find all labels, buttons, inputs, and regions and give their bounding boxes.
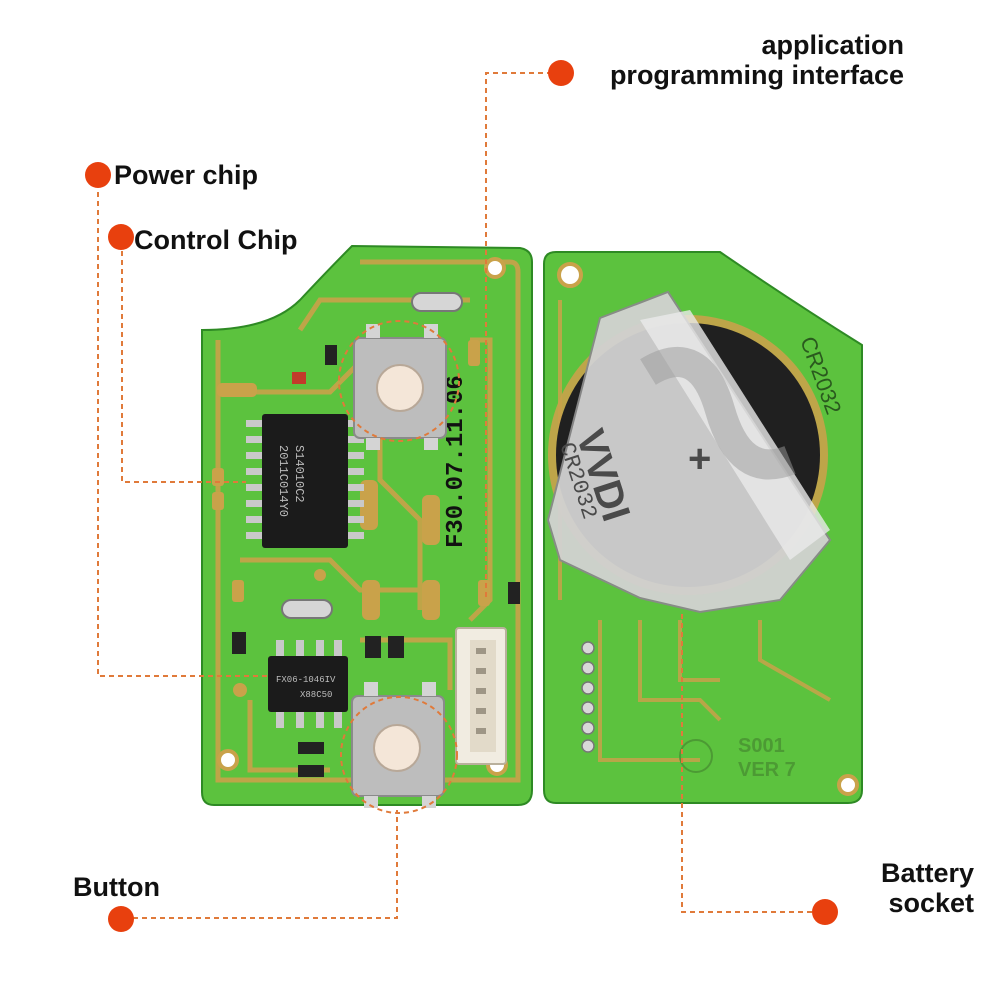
leader-power-chip [97, 192, 268, 677]
board-version-text: VER 7 [738, 759, 796, 781]
right-board-test-pads [581, 641, 595, 753]
label-control-chip: Control Chip [134, 225, 298, 255]
board-id-text: S001 [738, 735, 785, 757]
right-pcb-board: VVDI CR2032 + CR2032 S001 VER 7 [543, 251, 863, 804]
label-button: Button [73, 872, 160, 902]
coin-plus-text: + [688, 437, 711, 481]
right-board-holes [557, 262, 859, 796]
control-chip-mark-2: 2011C014Y0 [276, 445, 290, 517]
left-board-pads [212, 340, 490, 697]
label-power-chip: Power chip [114, 160, 259, 190]
leader-api [485, 72, 552, 600]
label-battery-line1: Battery [880, 858, 974, 888]
highlight-top-button [338, 320, 460, 442]
control-chip: S14010C2 2011C014Y0 [246, 414, 364, 548]
leader-button [133, 810, 398, 919]
marker-control-chip [108, 224, 134, 250]
power-chip: FX06-1046IV X88C50 [268, 640, 348, 728]
left-board-traces [215, 259, 521, 783]
label-battery-line2: socket [888, 888, 974, 918]
power-chip-mark-2: X88C50 [300, 690, 332, 700]
power-chip-mark-1: FX06-1046IV [276, 675, 336, 685]
label-api-line1: application [761, 30, 904, 60]
left-crystal-bottom [281, 599, 333, 619]
highlight-circles [338, 320, 460, 814]
leader-control-chip [121, 251, 246, 483]
battery-socket: VVDI CR2032 + [546, 290, 832, 614]
marker-api [548, 60, 574, 86]
label-api-line2: programming interface [609, 60, 904, 90]
programming-connector [455, 627, 507, 765]
left-pcb-board: S14010C2 2011C014Y0 FX06-1046IV X88C50 F… [201, 244, 533, 808]
leader-lines [97, 72, 812, 919]
top-tact-button [353, 324, 447, 450]
left-crystal-top [411, 292, 463, 312]
bottom-tact-button [351, 682, 445, 808]
marker-power-chip [85, 162, 111, 188]
left-smd-components [232, 345, 520, 777]
date-code-text: F30.07.11.06 [443, 375, 470, 548]
marker-button [108, 906, 134, 932]
highlight-bottom-button [340, 696, 458, 814]
control-chip-mark-1: S14010C2 [292, 445, 306, 503]
marker-battery [812, 899, 838, 925]
leader-battery [681, 612, 812, 913]
board-version-silkscreen: S001 VER 7 [679, 735, 796, 781]
